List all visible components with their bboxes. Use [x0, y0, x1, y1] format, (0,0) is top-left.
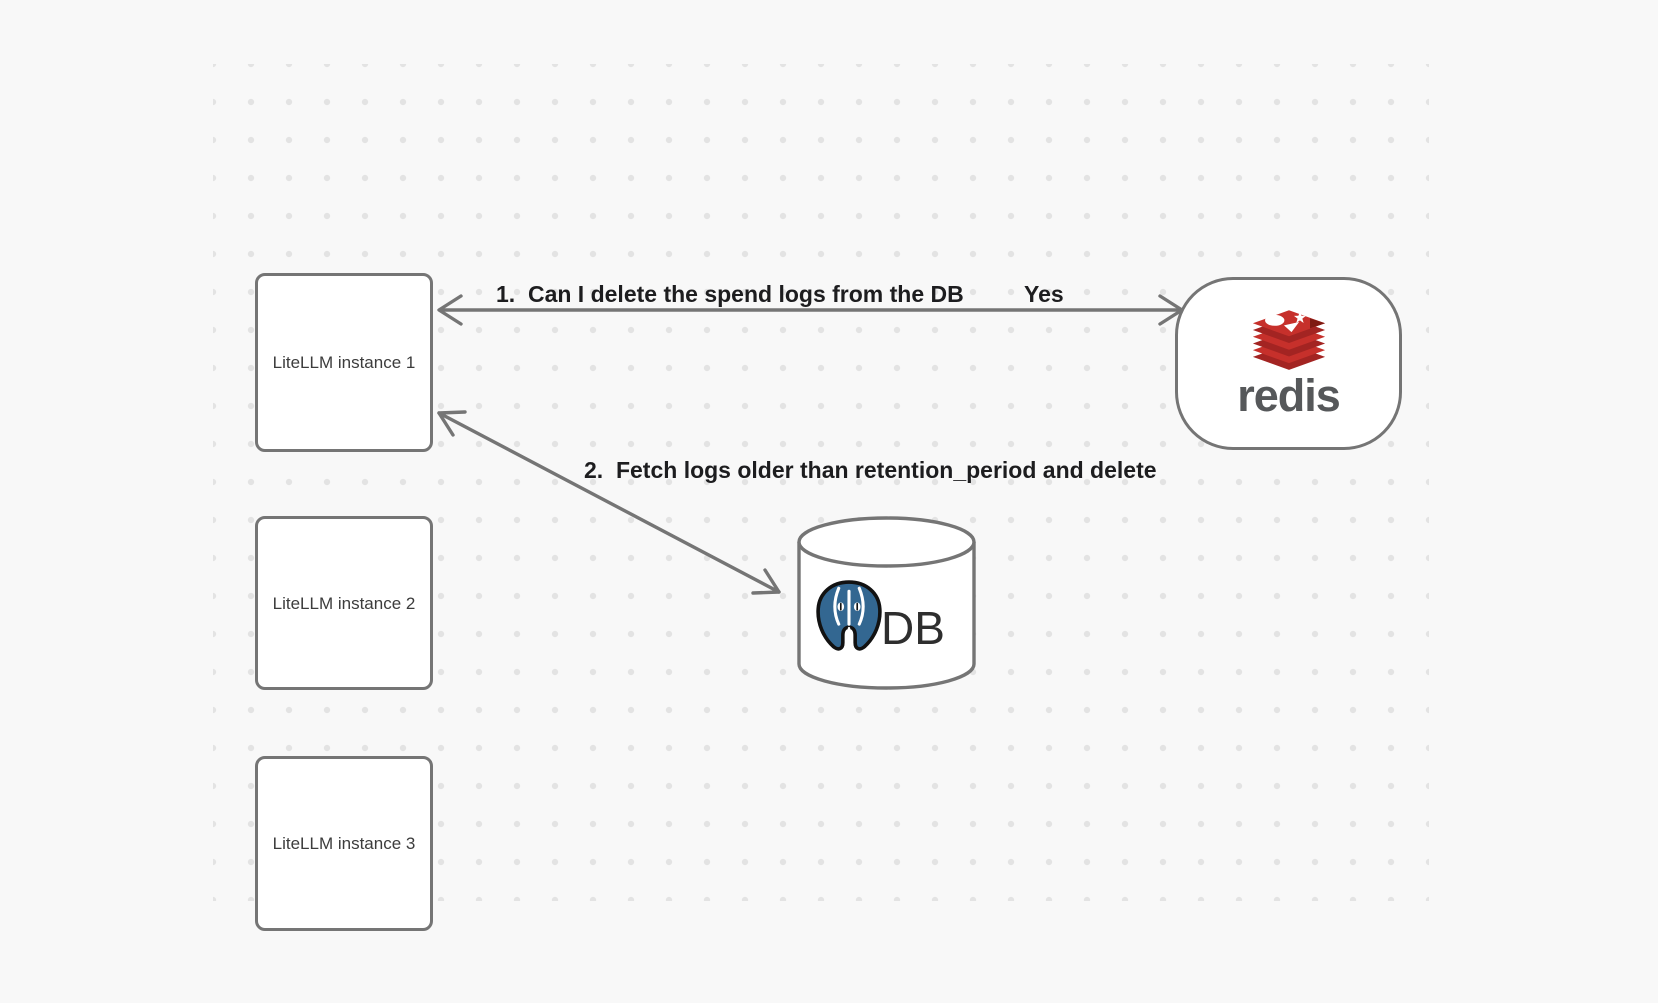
node-litellm-instance-3[interactable]: LiteLLM instance 3 — [255, 756, 433, 931]
node-litellm-instance-2[interactable]: LiteLLM instance 2 — [255, 516, 433, 690]
postgresql-logo-icon — [816, 580, 882, 651]
node-redis[interactable]: redis — [1175, 277, 1402, 450]
redis-wordmark: redis — [1237, 370, 1341, 421]
edge-label-db-fetch[interactable]: 2. Fetch logs older than retention_perio… — [584, 457, 1157, 483]
node-litellm-instance-1[interactable]: LiteLLM instance 1 — [255, 273, 433, 452]
arrow-litellm-db[interactable] — [437, 410, 781, 595]
db-node-label: DB — [881, 602, 945, 654]
redis-logo-icon — [1252, 310, 1325, 370]
node-litellm-instance-1-label: LiteLLM instance 1 — [272, 353, 416, 372]
node-litellm-instance-3-label: LiteLLM instance 3 — [272, 834, 416, 853]
edge-label-redis-answer[interactable]: Yes — [1024, 281, 1064, 307]
node-database-cylinder[interactable] — [795, 514, 978, 692]
node-litellm-instance-2-label: LiteLLM instance 2 — [272, 593, 416, 613]
edge-label-redis-question[interactable]: 1. Can I delete the spend logs from the … — [496, 281, 964, 307]
